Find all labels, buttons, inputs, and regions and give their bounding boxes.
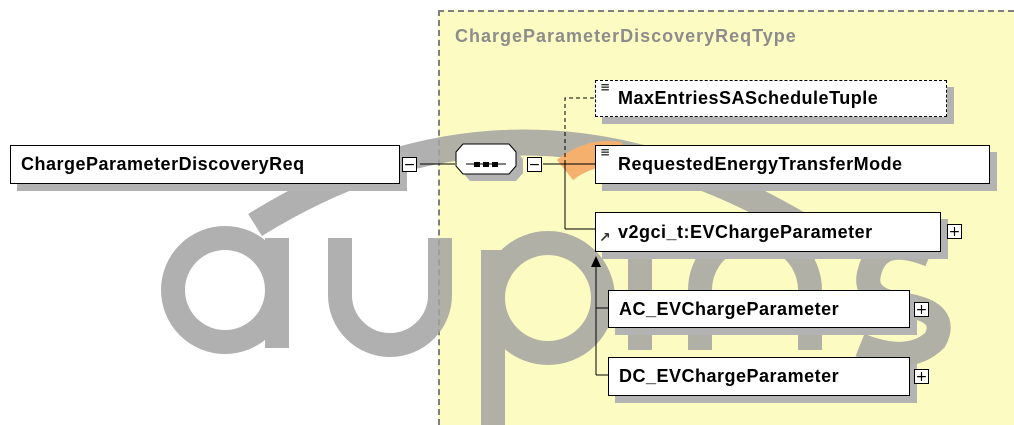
reference-arrow-icon: ↗ bbox=[599, 230, 612, 246]
max-entries-element-node[interactable]: ≡ MaxEntriesSAScheduleTuple bbox=[595, 80, 947, 117]
element-doc-icon: ≡ bbox=[600, 145, 611, 159]
dc-ev-charge-parameter-expand-toggle[interactable]: + bbox=[914, 368, 929, 385]
watermark-arc bbox=[248, 129, 807, 237]
sequence-dot-3 bbox=[492, 162, 498, 167]
sequence-to-maxentries-line bbox=[564, 97, 595, 164]
ev-charge-parameter-element-label: v2gci_t:EVChargeParameter bbox=[618, 221, 873, 242]
ev-charge-parameter-expand-toggle[interactable]: + bbox=[947, 223, 962, 240]
ac-ev-charge-parameter-label: AC_EVChargeParameter bbox=[619, 298, 840, 319]
sequence-compositor-shape bbox=[455, 143, 517, 175]
dc-ev-charge-parameter-node[interactable]: DC_EVChargeParameter bbox=[608, 357, 910, 396]
ac-ev-charge-parameter-expand-toggle[interactable]: + bbox=[914, 301, 929, 318]
sequence-collapse-toggle[interactable]: − bbox=[527, 156, 542, 173]
watermark-letter-u bbox=[328, 238, 452, 357]
ev-charge-parameter-element-node[interactable]: ↗ v2gci_t:EVChargeParameter bbox=[595, 212, 941, 252]
sequence-dot-2 bbox=[483, 162, 489, 167]
root-collapse-toggle[interactable]: − bbox=[402, 156, 417, 173]
requested-energy-element-label: RequestedEnergyTransferMode bbox=[618, 154, 903, 174]
sequence-dot-1 bbox=[474, 162, 480, 167]
dc-ev-charge-parameter-label: DC_EVChargeParameter bbox=[619, 366, 840, 386]
substitution-arrowhead bbox=[591, 256, 601, 267]
requested-energy-element-node[interactable]: ≡ RequestedEnergyTransferMode bbox=[595, 145, 990, 184]
element-doc-icon: ≡ bbox=[600, 80, 611, 94]
max-entries-element-label: MaxEntriesSAScheduleTuple bbox=[618, 88, 879, 108]
root-element-node[interactable]: ChargeParameterDiscoveryReq bbox=[10, 145, 400, 184]
complex-type-title: ChargeParameterDiscoveryReqType bbox=[455, 26, 797, 46]
ac-ev-charge-parameter-node[interactable]: AC_EVChargeParameter bbox=[608, 290, 910, 328]
root-element-label: ChargeParameterDiscoveryReq bbox=[21, 154, 305, 174]
